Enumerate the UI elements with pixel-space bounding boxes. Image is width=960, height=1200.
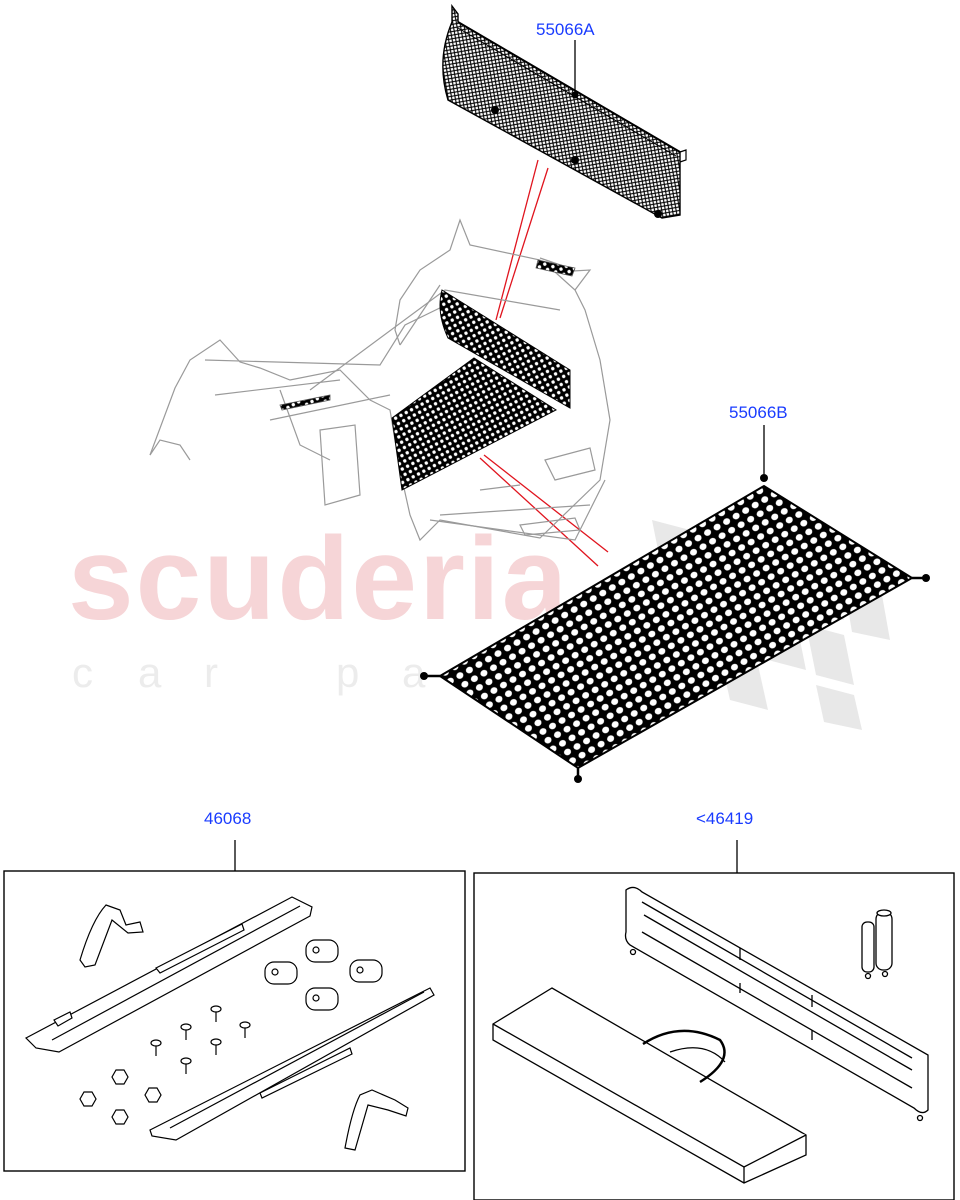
watermark-letter: a: [138, 649, 162, 696]
callout-46419[interactable]: <46419: [696, 809, 754, 828]
watermark-logo-text: scuderia: [68, 513, 570, 645]
floor-cargo-net-55066B: [420, 474, 930, 783]
callout-55066A[interactable]: 55066A: [536, 20, 595, 39]
rail-kit-46068-parts: [25, 896, 435, 1151]
kit-box-46419: [473, 872, 955, 1200]
watermark-letter: a: [402, 649, 426, 696]
installed-upper-net: [439, 289, 571, 409]
callout-46068[interactable]: 46068: [204, 809, 252, 828]
callout-55066B[interactable]: 55066B: [729, 403, 788, 422]
installed-floor-net: [391, 357, 558, 491]
red-leader-lines: [479, 159, 609, 567]
upper-cargo-net-55066A: [442, 3, 687, 219]
partition-kit-46419-parts: [492, 886, 929, 1184]
watermark-letter: p: [336, 649, 360, 696]
watermark-letter: c: [72, 649, 93, 696]
kit-box-46068: [3, 870, 466, 1172]
watermark-letter: r: [204, 649, 218, 696]
